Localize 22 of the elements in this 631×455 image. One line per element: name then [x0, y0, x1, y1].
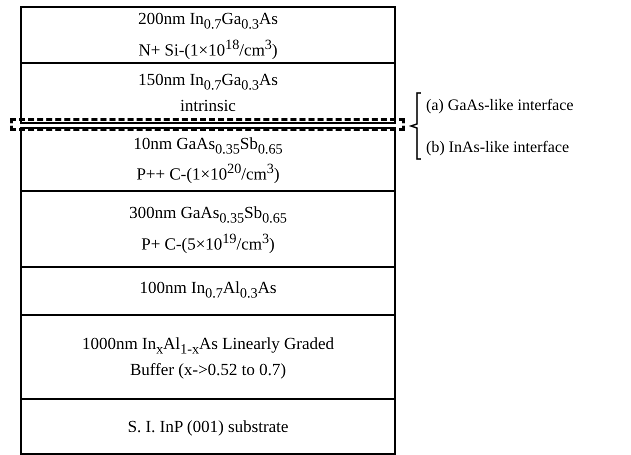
interface-label: (b) InAs-like interface: [426, 139, 570, 157]
layer-label: P+ C-(5×10$^{19}$/cm$^{3}$): [141, 230, 275, 255]
layer-box: [20, 398, 396, 455]
layer-label: P++ C-(1×10$^{20}$/cm$^{3}$): [136, 160, 280, 186]
layer-label: 1000nm In$_{x}$Al$_{1-x}$As Linearly Graded: [82, 334, 334, 360]
layer-label: intrinsic: [180, 96, 236, 116]
layer-label: S. I. InP (001) substrate: [128, 416, 288, 436]
layer-label: 100nm In$_{0.7}$Al$_{0.3}$As: [140, 278, 276, 304]
layer-label: 200nm In$_{0.7}$Ga$_{0.3}$As: [138, 9, 278, 35]
layer-label: 150nm In$_{0.7}$Ga$_{0.3}$As: [138, 70, 278, 96]
layer-box: [20, 190, 396, 268]
layer-box: [20, 314, 396, 400]
layer-label: 10nm GaAs$_{0.35}$Sb$_{0.65}$: [133, 134, 283, 160]
layer-box: [20, 62, 396, 124]
layer-box: [20, 266, 396, 316]
interface-outline: [10, 118, 405, 131]
layer-label: N+ Si-(1×10$^{18}$/cm$^{3}$): [138, 36, 278, 61]
layer-box: [20, 6, 396, 64]
layer-box: [20, 127, 396, 192]
interface-label: (a) GaAs-like interface: [426, 97, 574, 115]
layer-label: Buffer (x->0.52 to 0.7): [130, 360, 286, 380]
layer-label: 300nm GaAs$_{0.35}$Sb$_{0.65}$: [129, 203, 287, 229]
